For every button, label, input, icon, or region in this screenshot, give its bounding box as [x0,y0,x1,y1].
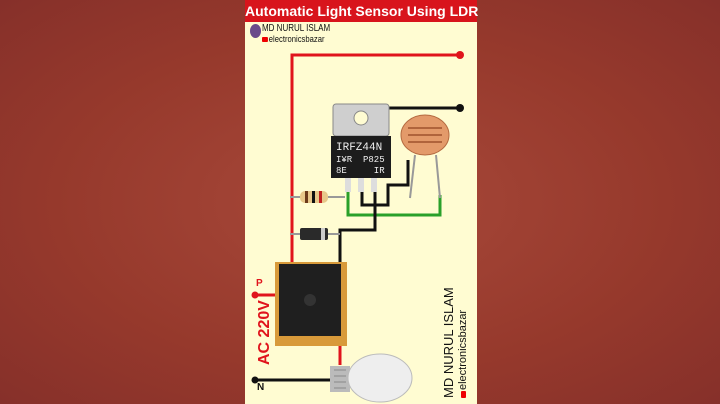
p-label: P [256,278,263,289]
light-bulb [330,353,413,403]
live-wire [290,53,460,270]
vertical-author: MD NURUL ISLAM [441,287,456,398]
supply-label: AC 220V [256,300,273,365]
drain-wire [360,160,410,207]
diode [300,228,328,240]
vertical-handle: electronicsbazar [457,310,469,398]
avatar [250,24,261,38]
vertical-credit: MD NURUL ISLAM electronicsbazar [441,287,470,398]
vertical-handle-text: electronicsbazar [457,309,469,390]
youtube-icon [262,37,268,42]
source-wire [338,190,377,262]
ldr-sensor [400,114,450,199]
mosfet-irfz44n [331,103,391,192]
author-name: MD NURUL ISLAM [262,23,331,34]
terminal-p [251,291,259,299]
terminal-n [251,376,259,384]
youtube-icon [461,391,466,398]
handle-text: electronicsbazar [268,34,325,44]
mosfet-line1: IRFZ44N [336,142,382,154]
video-title: Automatic Light Sensor Using LDR [245,0,478,22]
terminal-red [456,51,464,59]
gate-wire [346,190,442,217]
bridge-rectifier [275,262,347,346]
mosfet-line3: 8E IR [336,166,385,176]
resistor [300,191,328,203]
terminal-black [456,104,464,112]
n-label: N [257,382,265,393]
mosfet-line2: I¥R P825 [336,155,385,165]
channel-handle: electronicsbazar [262,34,325,44]
